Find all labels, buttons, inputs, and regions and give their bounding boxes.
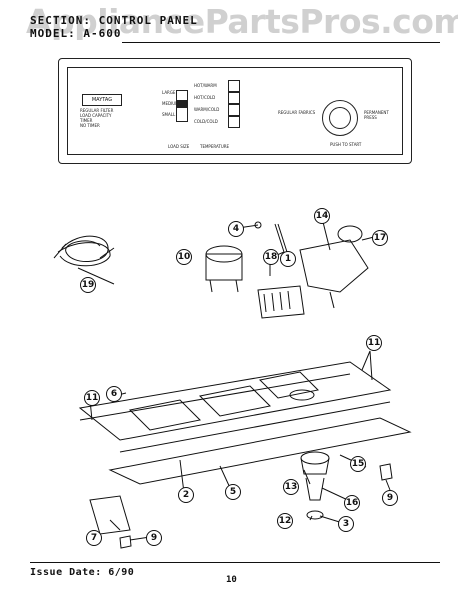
callout-19: 19: [80, 277, 96, 293]
callout-12: 12: [277, 513, 293, 529]
load-medium-label: MEDIUM: [162, 101, 179, 106]
knob-label-start: PUSH TO START: [330, 142, 362, 147]
callout-6: 6: [106, 386, 122, 402]
section-title: SECTION: CONTROL PANEL: [30, 14, 198, 27]
callout-14: 14: [314, 208, 330, 224]
callout-7: 7: [86, 530, 102, 546]
temp-button-1: [228, 80, 240, 92]
temp-label-3: WARM/COLD: [194, 107, 220, 112]
temp-button-2: [228, 92, 240, 104]
control-panel: MAYTAG REGULAR FILTER LOAD CAPACITY TIME…: [58, 58, 412, 164]
temp-button-3: [228, 104, 240, 116]
callout-1: 1: [280, 251, 296, 267]
footer-rule: [30, 562, 440, 563]
panel-text-4: NO TIMER: [80, 123, 100, 128]
callout-3: 3: [338, 516, 354, 532]
callout-9-left: 9: [146, 530, 162, 546]
control-panel-face: MAYTAG REGULAR FILTER LOAD CAPACITY TIME…: [67, 67, 403, 155]
temp-label-2: HOT/COLD: [194, 95, 216, 100]
issue-date: Issue Date: 6/90: [30, 567, 135, 578]
callout-10: 10: [176, 249, 192, 265]
panel-text-2: LOAD CAPACITY: [80, 113, 112, 118]
temp-label-1: HOT/WARM: [194, 83, 217, 88]
callout-5: 5: [225, 484, 241, 500]
callout-2: 2: [178, 487, 194, 503]
callout-11-right: 11: [366, 335, 382, 351]
page-number: 10: [226, 575, 237, 585]
load-size-slider: [177, 100, 187, 108]
callout-13: 13: [283, 479, 299, 495]
header-rule: [122, 42, 440, 43]
callout-9-right: 9: [382, 490, 398, 506]
callout-15: 15: [350, 456, 366, 472]
parts-diagram: [53, 221, 412, 549]
knob-label-regular: REGULAR FABRICS: [278, 110, 316, 115]
callout-17: 17: [372, 230, 388, 246]
temp-label-4: COLD/COLD: [194, 119, 218, 124]
temperature-caption: TEMPERATURE: [200, 144, 230, 149]
model-title: MODEL: A-600: [30, 27, 122, 40]
panel-text-1: REGULAR FILTER: [80, 108, 114, 113]
timer-knob: [322, 100, 358, 136]
callout-18: 18: [263, 249, 279, 265]
knob-label-perm-press: PERMANENT PRESS: [364, 110, 389, 120]
callout-11-left: 11: [84, 390, 100, 406]
load-small-label: SMALL: [162, 112, 176, 117]
callout-4: 4: [228, 221, 244, 237]
temp-button-4: [228, 116, 240, 128]
load-size-caption: LOAD SIZE: [168, 144, 190, 149]
watermark: AppliancePartsPros.com: [26, 2, 458, 41]
panel-text-3: TIMER: [80, 118, 93, 123]
load-large-label: LARGE: [162, 90, 176, 95]
callout-16: 16: [344, 495, 360, 511]
brand-logo: MAYTAG: [82, 94, 122, 106]
